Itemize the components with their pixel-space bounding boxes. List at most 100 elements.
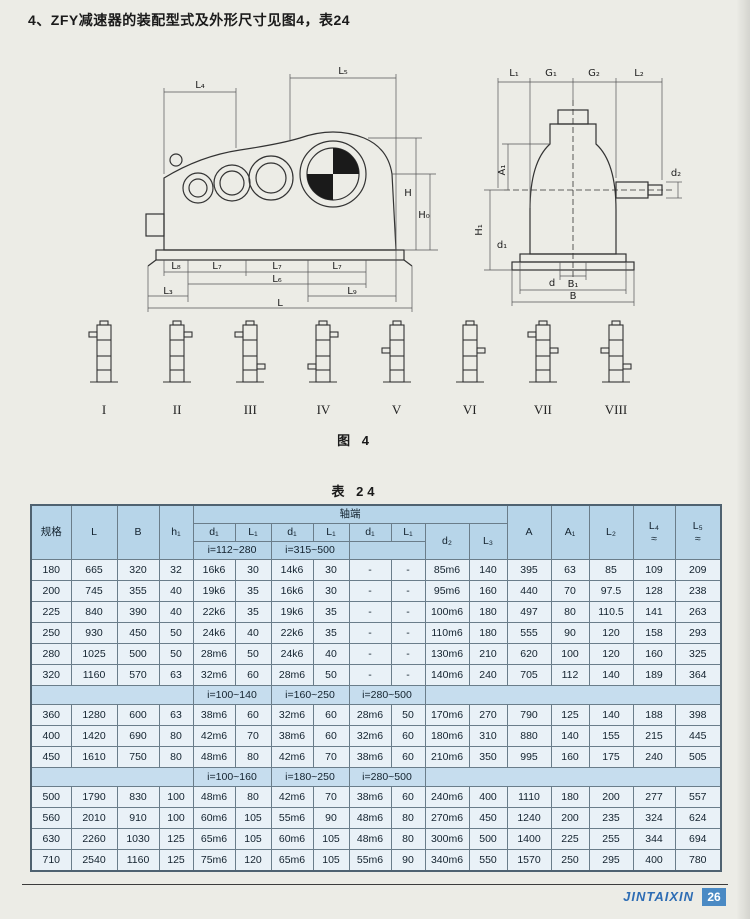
value-cell: 180m6 bbox=[424, 725, 470, 747]
spec-cell: 400 bbox=[30, 725, 72, 747]
value-cell: 38m6 bbox=[348, 746, 392, 768]
value-cell: 620 bbox=[506, 643, 552, 665]
col-header-L1-a: L₁ bbox=[234, 523, 272, 542]
figure-caption: 图 4 bbox=[337, 433, 373, 448]
value-cell: 100m6 bbox=[424, 601, 470, 623]
value-cell: 125 bbox=[158, 828, 194, 850]
value-cell: - bbox=[390, 643, 426, 665]
value-cell: 140 bbox=[588, 664, 634, 686]
value-cell: 140 bbox=[550, 725, 590, 747]
value-cell: 97.5 bbox=[588, 580, 634, 602]
value-cell: 140 bbox=[468, 559, 508, 581]
dim-label-l5: L₅ bbox=[338, 66, 348, 77]
assembly-type-icon bbox=[600, 320, 632, 383]
value-cell: 40 bbox=[158, 601, 194, 623]
value-cell: 28m6 bbox=[348, 704, 392, 726]
range-header-2: i=315~500 bbox=[270, 541, 350, 560]
value-cell: 293 bbox=[674, 622, 722, 644]
ratio-range-label: i=180~250 bbox=[270, 767, 350, 787]
value-cell: 277 bbox=[632, 786, 676, 808]
value-cell: 16k6 bbox=[270, 580, 314, 602]
value-cell: - bbox=[348, 580, 392, 602]
dim-label-h: H bbox=[404, 188, 412, 199]
col-header-L5: L₅ ≈ bbox=[674, 504, 722, 560]
dim-label-b1: B₁ bbox=[568, 279, 579, 290]
value-cell: 100 bbox=[158, 807, 194, 829]
value-cell: 32m6 bbox=[192, 664, 236, 686]
col-header-B: B bbox=[116, 504, 160, 560]
col-header-d1-b: d₁ bbox=[270, 523, 314, 542]
value-cell: 65m6 bbox=[270, 849, 314, 872]
value-cell: 14k6 bbox=[270, 559, 314, 581]
value-cell: 160 bbox=[632, 643, 676, 665]
value-cell: 60 bbox=[234, 704, 272, 726]
value-cell: 2540 bbox=[70, 849, 118, 872]
value-cell: 55m6 bbox=[348, 849, 392, 872]
ratio-range-label: i=100~160 bbox=[192, 767, 272, 787]
assembly-type-label: IV bbox=[316, 402, 331, 417]
col-header-L1-c: L₁ bbox=[390, 523, 426, 542]
front-view-drawing: L₁ G₁ G₂ L₂ d₂ H₁ A₁ d₁ d B₁ B bbox=[474, 68, 682, 306]
value-cell: 320 bbox=[116, 559, 160, 581]
dim-label-l9: L₉ bbox=[347, 286, 357, 297]
value-cell: 50 bbox=[234, 643, 272, 665]
value-cell: 90 bbox=[312, 807, 350, 829]
value-cell: - bbox=[390, 664, 426, 686]
value-cell: 60 bbox=[312, 704, 350, 726]
value-cell: 60m6 bbox=[192, 807, 236, 829]
value-cell: 350 bbox=[468, 746, 508, 768]
value-cell: - bbox=[348, 664, 392, 686]
value-cell: 32 bbox=[158, 559, 194, 581]
value-cell: 160 bbox=[468, 580, 508, 602]
value-cell: 225 bbox=[550, 828, 590, 850]
value-cell: 1240 bbox=[506, 807, 552, 829]
value-cell: 355 bbox=[116, 580, 160, 602]
value-cell: 109 bbox=[632, 559, 676, 581]
value-cell: 500 bbox=[116, 643, 160, 665]
value-cell: 48m6 bbox=[348, 828, 392, 850]
value-cell: 80 bbox=[234, 746, 272, 768]
value-cell: 665 bbox=[70, 559, 118, 581]
value-cell: 63 bbox=[158, 704, 194, 726]
spec-cell: 280 bbox=[30, 643, 72, 665]
value-cell: 60 bbox=[312, 725, 350, 747]
value-cell: - bbox=[348, 622, 392, 644]
col-header-d1-c: d₁ bbox=[348, 523, 392, 542]
value-cell: 130m6 bbox=[424, 643, 470, 665]
value-cell: 497 bbox=[506, 601, 552, 623]
value-cell: 19k6 bbox=[270, 601, 314, 623]
value-cell: 880 bbox=[506, 725, 552, 747]
value-cell: 995 bbox=[506, 746, 552, 768]
value-cell: 90 bbox=[390, 849, 426, 872]
value-cell: 50 bbox=[390, 704, 426, 726]
value-cell: 1160 bbox=[116, 849, 160, 872]
value-cell: 95m6 bbox=[424, 580, 470, 602]
value-cell: - bbox=[390, 601, 426, 623]
assembly-type-label: V bbox=[391, 402, 402, 417]
spec-cell: 360 bbox=[30, 704, 72, 726]
brand-logo: JINTAIXIN bbox=[623, 889, 694, 904]
value-cell: 550 bbox=[468, 849, 508, 872]
value-cell: 112 bbox=[550, 664, 590, 686]
col-header-L3: L₃ bbox=[468, 523, 508, 560]
assembly-type-icon bbox=[234, 320, 266, 383]
value-cell: 105 bbox=[312, 849, 350, 872]
value-cell: 42m6 bbox=[192, 725, 236, 747]
table-caption: 表 24 bbox=[331, 484, 379, 499]
value-cell: 40 bbox=[312, 643, 350, 665]
value-cell: 1280 bbox=[70, 704, 118, 726]
value-cell: 24k6 bbox=[270, 643, 314, 665]
value-cell: 28m6 bbox=[192, 643, 236, 665]
value-cell: 188 bbox=[632, 704, 676, 726]
value-cell: 140m6 bbox=[424, 664, 470, 686]
value-cell: 28m6 bbox=[270, 664, 314, 686]
value-cell: 2260 bbox=[70, 828, 118, 850]
spec-cell: 180 bbox=[30, 559, 72, 581]
value-cell: 35 bbox=[312, 601, 350, 623]
value-cell: 270 bbox=[468, 704, 508, 726]
value-cell: 60 bbox=[234, 664, 272, 686]
